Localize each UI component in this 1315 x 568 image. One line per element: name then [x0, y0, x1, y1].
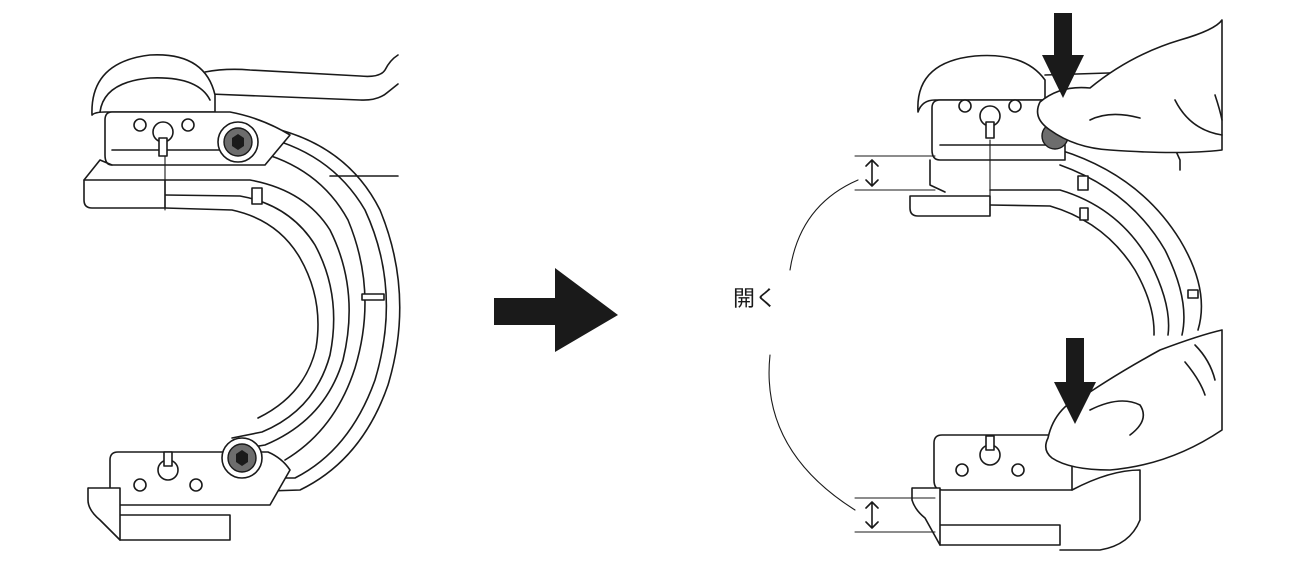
upper-jaw-flange	[83, 179, 166, 209]
ring-slot-side	[361, 293, 385, 301]
open-lower-hole-right	[1011, 463, 1025, 477]
open-ring-inner-2	[989, 204, 1155, 336]
ring-outer-edge	[239, 134, 388, 479]
lower-jaw-block	[109, 451, 291, 506]
upper-thumb	[1036, 19, 1223, 154]
closed-clamp	[83, 54, 401, 541]
ring-inner-edge-3	[164, 207, 319, 419]
lower-screw-hex-icon	[236, 450, 248, 466]
open-upper-pin-shaft	[985, 121, 995, 139]
open-lower-hole-left	[955, 463, 969, 477]
open-lower-jaw-flange	[912, 487, 1061, 546]
upper-arm-bottom-edge	[209, 83, 399, 101]
upper-down-arrow-icon	[1042, 13, 1084, 98]
open-ring-inner-1	[989, 189, 1170, 336]
lower-pin-shaft	[163, 451, 173, 467]
lower-thumb-crease	[1184, 361, 1206, 396]
open-ring-outer	[1059, 149, 1203, 331]
rear-housing	[91, 54, 216, 116]
rear-housing-inner	[99, 77, 211, 113]
ring-outer-edge-2	[235, 124, 401, 493]
open-clamp: 開く	[733, 13, 1223, 551]
open-label: 開く	[733, 287, 777, 312]
open-ring-slot-upper-2	[1079, 207, 1089, 221]
open-lower-pin-shaft	[985, 435, 995, 451]
upper-hole-right	[181, 118, 195, 132]
open-upper-hole-left	[958, 99, 972, 113]
open-upper-jaw-step	[929, 159, 946, 193]
upper-hole-left	[133, 118, 147, 132]
upper-thumb-edge	[1214, 94, 1223, 121]
lower-jaw-flange	[88, 487, 231, 541]
ring-inner-edge-2	[164, 194, 335, 439]
upper-thumb-crease	[1174, 99, 1223, 136]
right-arrow-icon	[494, 268, 618, 352]
leader-curve-upper	[789, 179, 859, 271]
open-ring-slot-upper	[1077, 175, 1089, 191]
open-upper-jaw-flange	[909, 195, 991, 217]
leader-curve-lower	[768, 354, 856, 511]
ring-inner-edge-1	[164, 179, 350, 451]
upper-jaw-block	[104, 111, 291, 166]
upper-arm-top-edge	[204, 54, 399, 78]
lower-thumb-nail	[1089, 400, 1145, 436]
upper-gap-arrow-icon	[865, 159, 879, 187]
open-upper-hole-right	[1008, 99, 1022, 113]
open-rear-housing	[917, 54, 1046, 113]
lower-gap-arrow-icon	[865, 501, 879, 529]
open-ring-slot-side	[1187, 289, 1199, 299]
upper-pin-shaft	[158, 137, 168, 157]
ring-middle-edge	[249, 149, 366, 461]
lower-hole-right	[189, 478, 203, 492]
lower-hole-left	[133, 478, 147, 492]
lower-down-arrow-icon	[1054, 338, 1096, 424]
ring-slot-upper	[251, 187, 263, 205]
open-lower-ring	[1059, 469, 1141, 551]
upper-screw-hex-icon	[232, 134, 244, 150]
lower-jaw-flange-edge	[87, 487, 121, 541]
upper-thumb-nail	[1089, 113, 1141, 121]
upper-jaw-flange-corner	[83, 159, 113, 181]
open-lower-flange-edge	[911, 487, 941, 546]
lower-thumb-crease-2	[1194, 344, 1216, 381]
open-ring-middle	[1059, 164, 1185, 336]
